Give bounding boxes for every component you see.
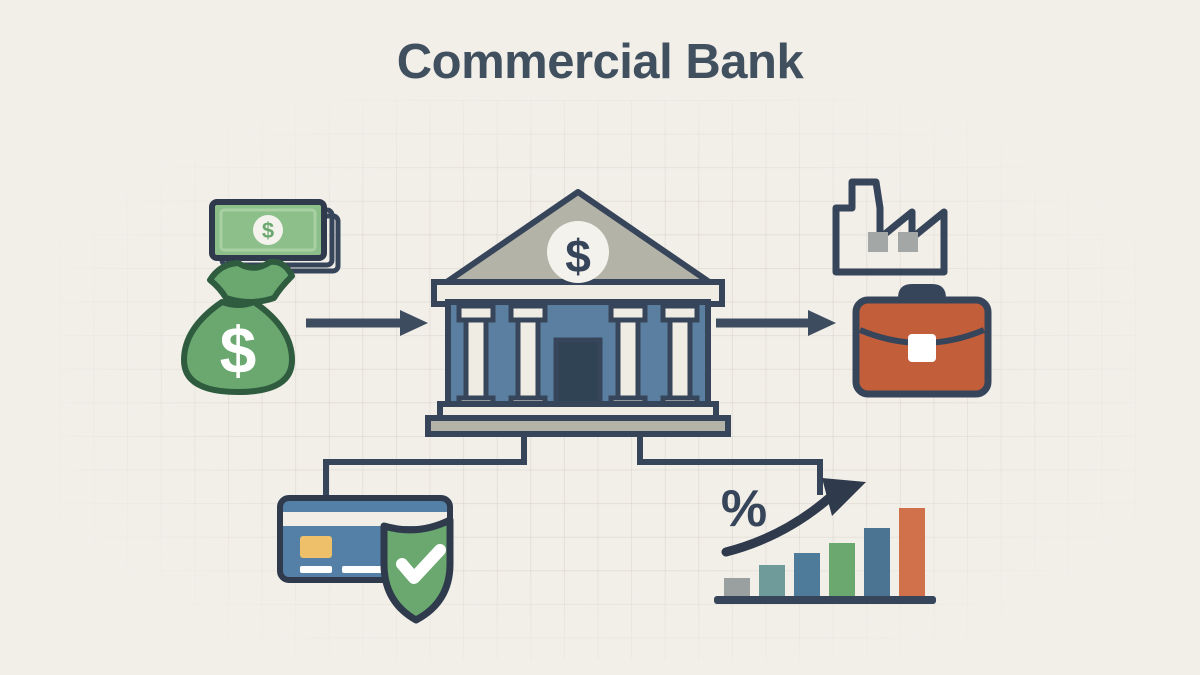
money-bag-symbol: $ [220,313,257,387]
bank-emblem-symbol: $ [565,230,591,282]
factory-icon [832,178,948,276]
factory-window [868,232,888,252]
banknote-symbol: $ [262,218,274,243]
percent-symbol: % [721,480,767,538]
chart-bar [794,553,820,598]
chart-baseline [714,596,936,604]
banknotes-icon: $ [209,199,341,274]
chart-bar [724,578,750,598]
chart-trend-arrow [721,478,866,557]
chart-bars [724,508,925,598]
factory-window [898,232,918,252]
chart-bar [864,528,890,598]
chart-bar [829,543,855,598]
page-title: Commercial Bank [396,35,804,89]
bracket-bank-to-services [323,427,823,495]
chart-bar [759,565,785,598]
security-shield-icon [380,516,454,624]
arrow-deposits-to-bank [306,310,428,336]
arrow-bank-to-business [716,310,836,336]
briefcase-icon [852,284,992,398]
chart-bar [899,508,925,598]
money-bag-icon: $ [181,258,295,395]
